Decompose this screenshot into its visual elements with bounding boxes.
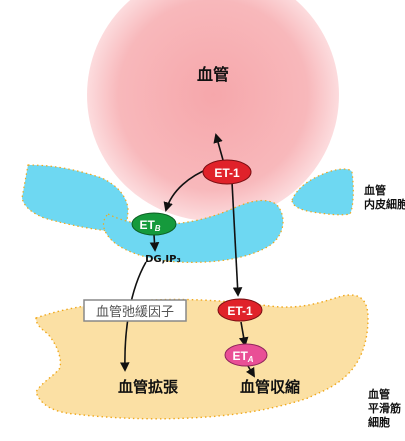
relaxing-factor-label: 血管弛緩因子 bbox=[96, 305, 174, 320]
lumen-label: 血管 bbox=[197, 65, 229, 84]
vasodilation-label: 血管拡張 bbox=[118, 378, 179, 396]
et1-node-bottom: ET-1 bbox=[218, 299, 262, 321]
smooth-muscle-cell-label: 血管平滑筋細胞 bbox=[368, 387, 401, 429]
relaxing-factor-box: 血管弛緩因子 bbox=[84, 300, 186, 321]
et1-node-top: ET-1 bbox=[203, 160, 251, 184]
eta-receptor: ETA bbox=[225, 344, 267, 366]
endothelial-cell-label: 血管内皮細胞 bbox=[364, 183, 405, 211]
vasoconstriction-label: 血管収縮 bbox=[240, 378, 300, 396]
et1-bottom-label: ET-1 bbox=[227, 304, 253, 318]
etb-receptor: ETB bbox=[132, 213, 176, 235]
et1-top-label: ET-1 bbox=[214, 166, 240, 180]
dg-ip3-label: DG,IP₃ bbox=[145, 254, 181, 265]
arrow-etb-to-dgip3 bbox=[154, 235, 155, 250]
